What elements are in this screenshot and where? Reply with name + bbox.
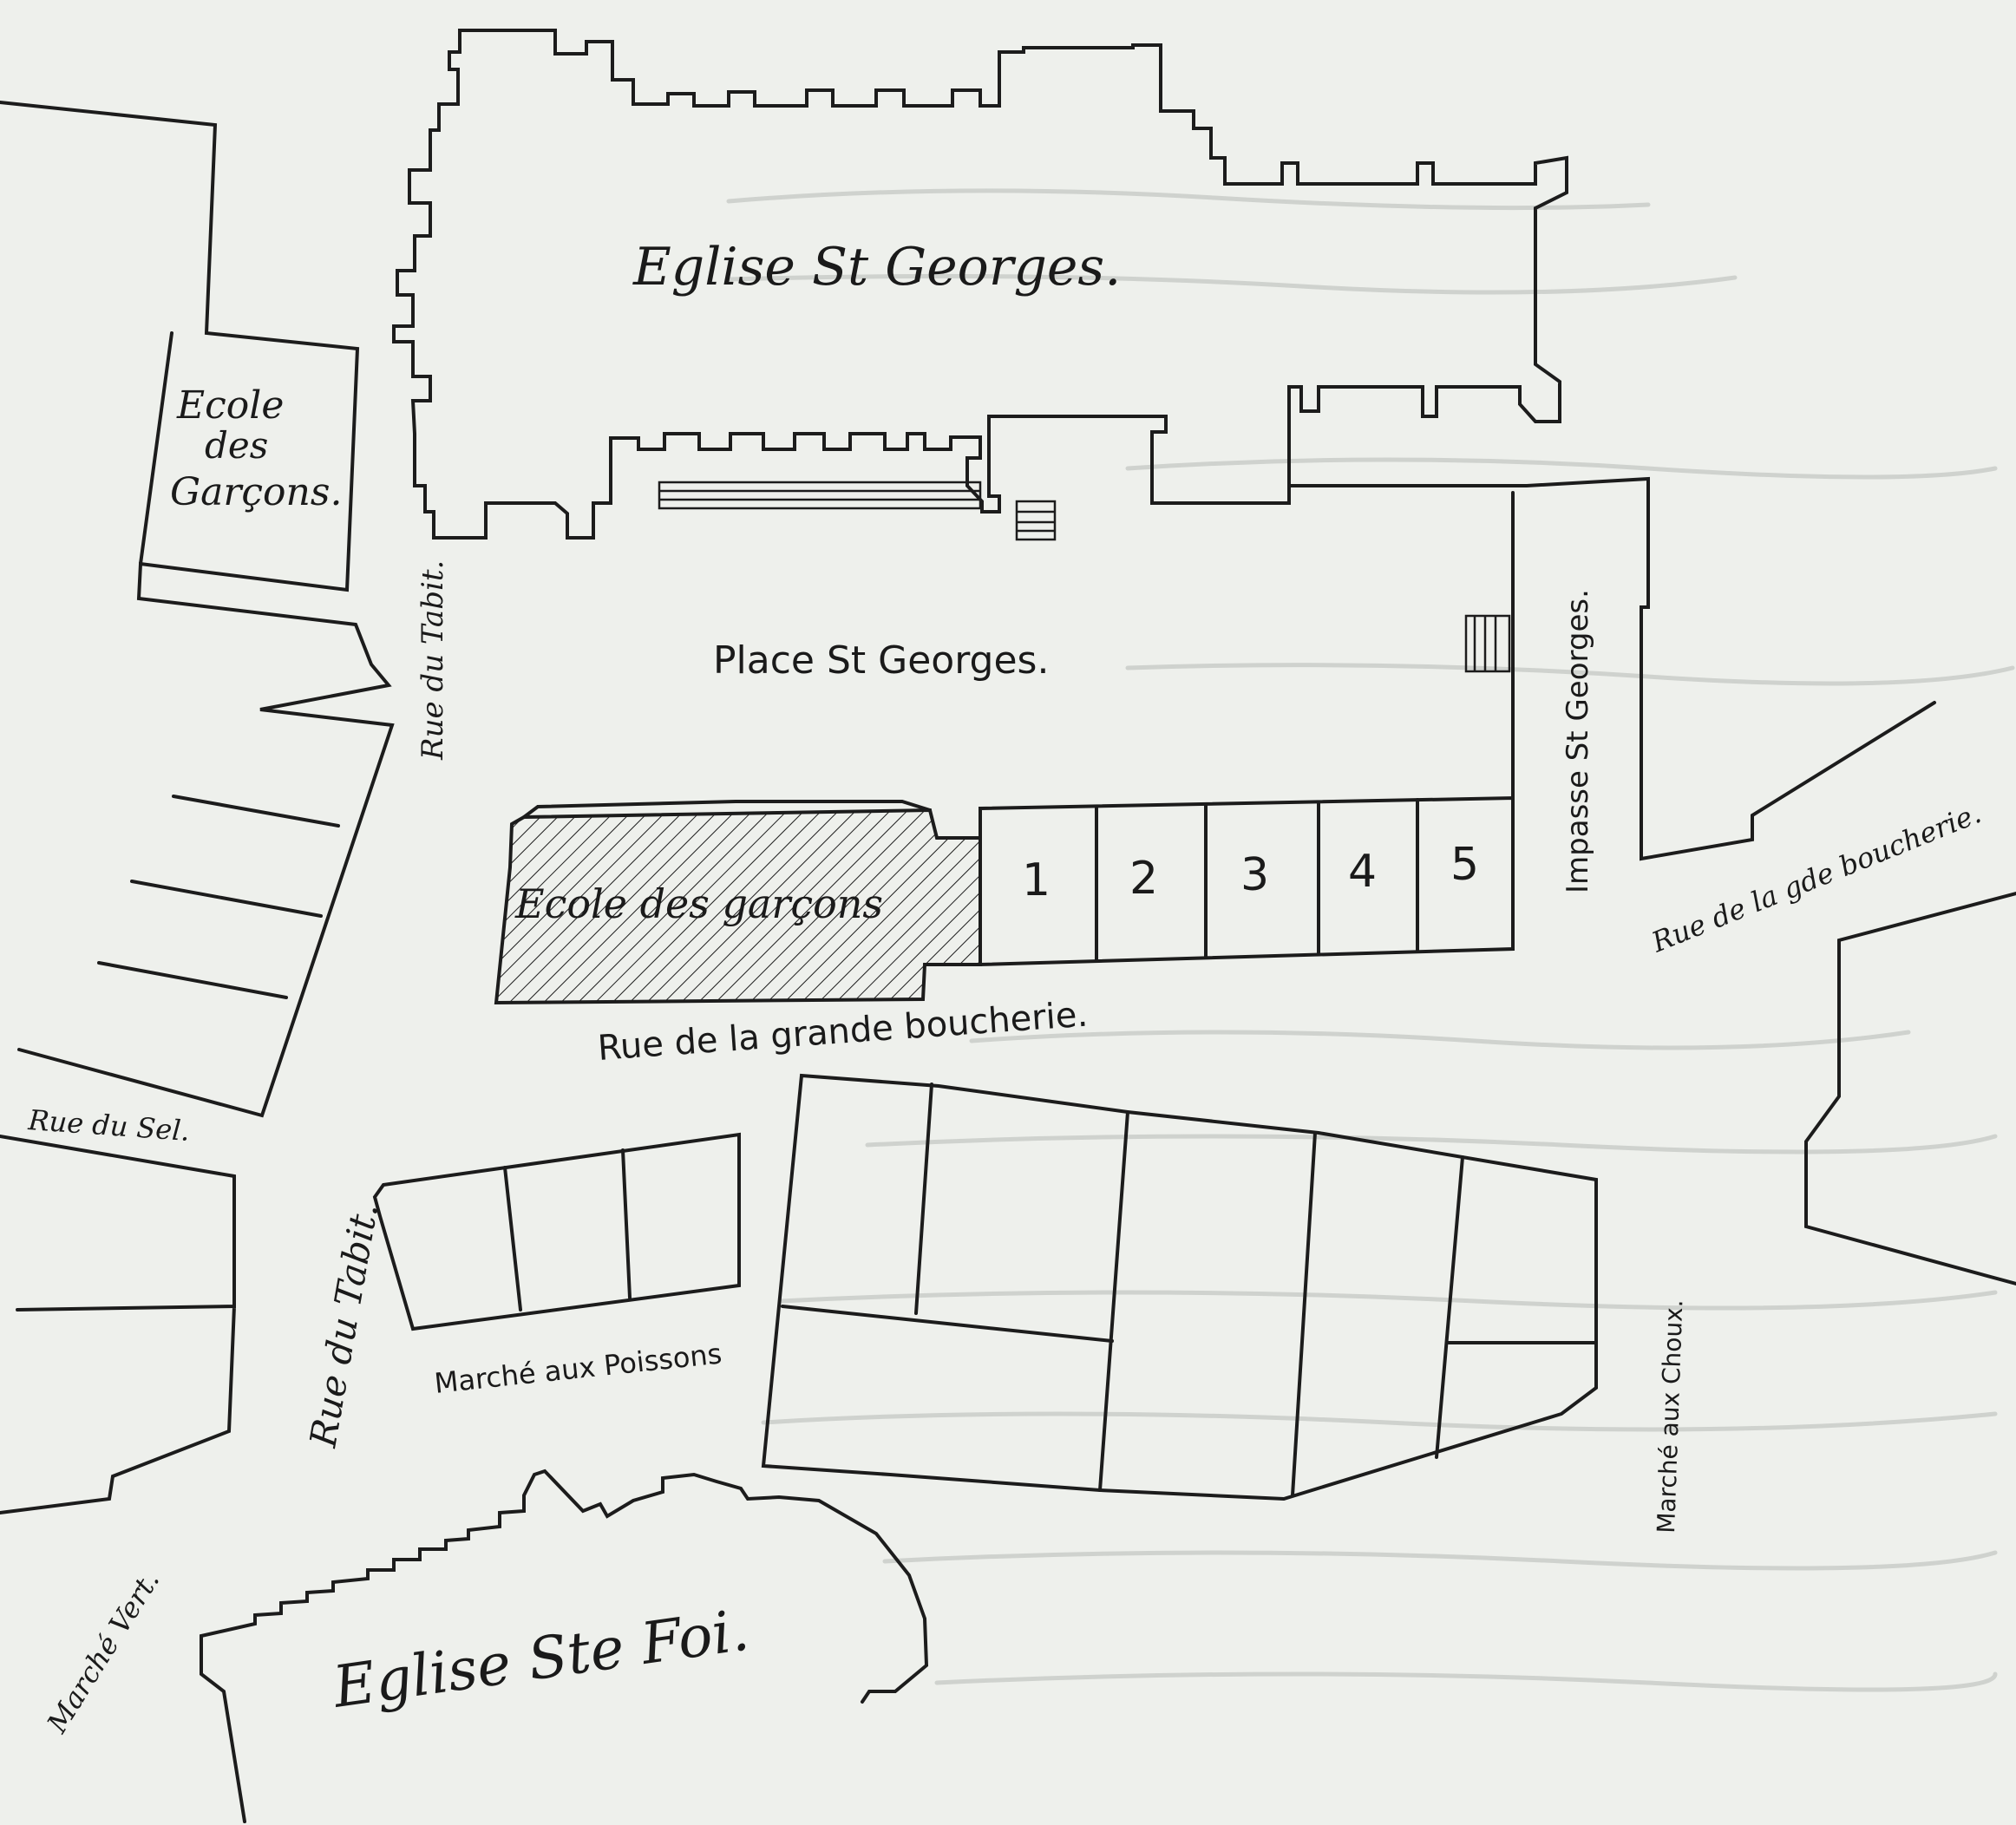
stall-label-5: 5 bbox=[1450, 839, 1479, 891]
market-divider bbox=[781, 1305, 1114, 1343]
market-divider bbox=[1098, 1110, 1129, 1492]
ecole-garcons-label-1: Ecole des Garçons. bbox=[170, 383, 342, 514]
poissons-divider bbox=[621, 1148, 632, 1299]
stall-label-1: 1 bbox=[1022, 854, 1051, 906]
eglise-ste-foi-outline bbox=[200, 1469, 929, 1823]
lower-left-block bbox=[0, 1135, 236, 1514]
building-divider bbox=[172, 795, 340, 827]
church-stairs bbox=[658, 481, 982, 510]
label-impasse-st-georges: Impasse St Georges. bbox=[1561, 589, 1595, 893]
marche-aux-poissons-building bbox=[372, 1132, 741, 1331]
eglise-st-georges-label: Eglise St Georges. bbox=[632, 237, 1121, 298]
stall-label-4: 4 bbox=[1348, 846, 1377, 898]
label-ecole-line2: des bbox=[205, 424, 268, 467]
label-rue-du-tabit-1: Rue du Tabit. bbox=[416, 560, 450, 761]
building-divider bbox=[97, 961, 288, 999]
right-building bbox=[1804, 892, 2016, 1285]
bleed-through-texture bbox=[726, 188, 2015, 1692]
label-place-st-georges: Place St Georges. bbox=[713, 638, 1049, 683]
church-porch-steps bbox=[1015, 500, 1057, 541]
stall-label-2: 2 bbox=[1129, 853, 1158, 905]
poissons-divider bbox=[503, 1166, 522, 1312]
market-divider bbox=[914, 1083, 933, 1315]
label-ecole-line1: Ecole bbox=[176, 383, 284, 428]
building-divider bbox=[130, 880, 323, 918]
ecole-roof-edge bbox=[522, 800, 932, 819]
ecole-wall bbox=[139, 331, 173, 566]
label-ecole-line3: Garçons. bbox=[170, 470, 342, 514]
market-divider bbox=[1435, 1155, 1464, 1459]
stalls-outline bbox=[979, 795, 1515, 967]
ecole-des-garcons-block bbox=[0, 101, 395, 1118]
market-block bbox=[761, 1073, 1598, 1501]
stalls-row bbox=[979, 795, 1515, 967]
label-ecole-des-garcons-hatched: Ecole des garçons bbox=[514, 880, 883, 927]
impasse-st-georges-walls bbox=[1287, 476, 1936, 861]
eglise-st-georges-outline bbox=[392, 29, 1568, 540]
impasse-steps bbox=[1464, 614, 1511, 673]
market-divider bbox=[1291, 1131, 1317, 1497]
stall-label-3: 3 bbox=[1240, 849, 1269, 901]
label-eglise-st-georges: Eglise St Georges. bbox=[632, 237, 1121, 298]
